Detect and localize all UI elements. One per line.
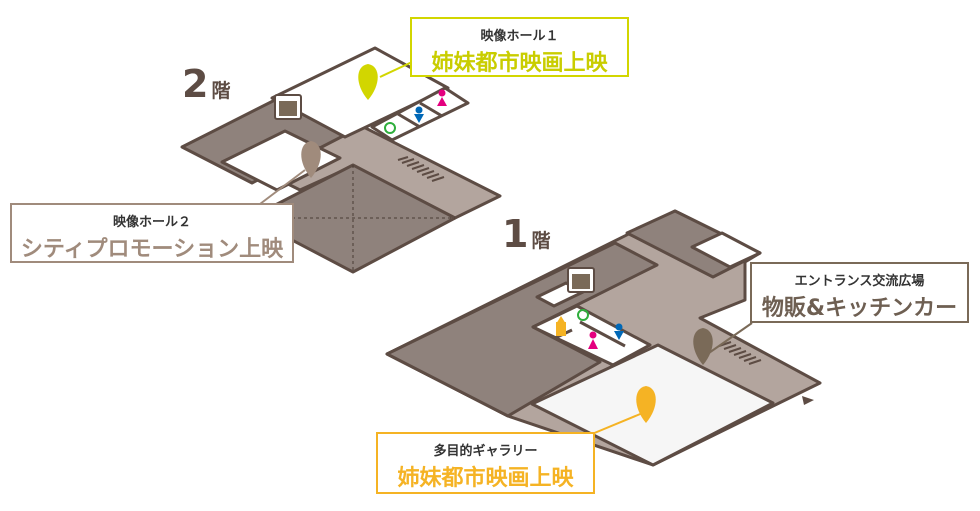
wheelchair-icon [384, 122, 396, 134]
venue-name: 映像ホール１ [480, 29, 559, 44]
entrance-arrow-icon [802, 396, 814, 405]
elevator-icon [567, 267, 595, 293]
2f-stairs-icon [397, 156, 445, 182]
floor-suffix: 階 [211, 80, 231, 102]
location-pin-icon [301, 141, 321, 178]
entrance-callout[interactable]: エントランス交流広場 物販&キッチンカー [750, 262, 969, 323]
womens-restroom-icon [589, 331, 597, 339]
venue-name: 多目的ギャラリー [433, 444, 538, 459]
wheelchair-icon [577, 309, 589, 321]
floor-number: 2 [182, 62, 209, 106]
location-pin-icon [693, 328, 713, 365]
event-title: 姉妹都市映画上映 [397, 466, 574, 491]
mens-restroom-icon [615, 323, 623, 331]
hall1-callout[interactable]: 映像ホール１ 姉妹都市映画上映 [410, 17, 629, 77]
event-title: 物販&キッチンカー [761, 296, 958, 321]
womens-restroom-icon [438, 89, 446, 97]
1f-ne-room [690, 231, 762, 269]
venue-name: エントランス交流広場 [794, 274, 925, 289]
event-title: シティプロモーション上映 [20, 237, 284, 262]
event-title: 姉妹都市映画上映 [431, 51, 608, 76]
gallery-callout[interactable]: 多目的ギャラリー 姉妹都市映画上映 [376, 432, 595, 494]
nursing-room-icon [556, 322, 566, 336]
floor-suffix: 階 [531, 230, 551, 252]
location-pin-icon [636, 386, 656, 423]
location-pin-icon [358, 64, 378, 100]
hall2-callout[interactable]: 映像ホール２ シティプロモーション上映 [10, 203, 294, 263]
floor-number: 1 [502, 212, 529, 256]
venue-name: 映像ホール２ [112, 215, 191, 230]
mens-restroom-icon [415, 106, 423, 114]
elevator-icon [274, 94, 302, 120]
